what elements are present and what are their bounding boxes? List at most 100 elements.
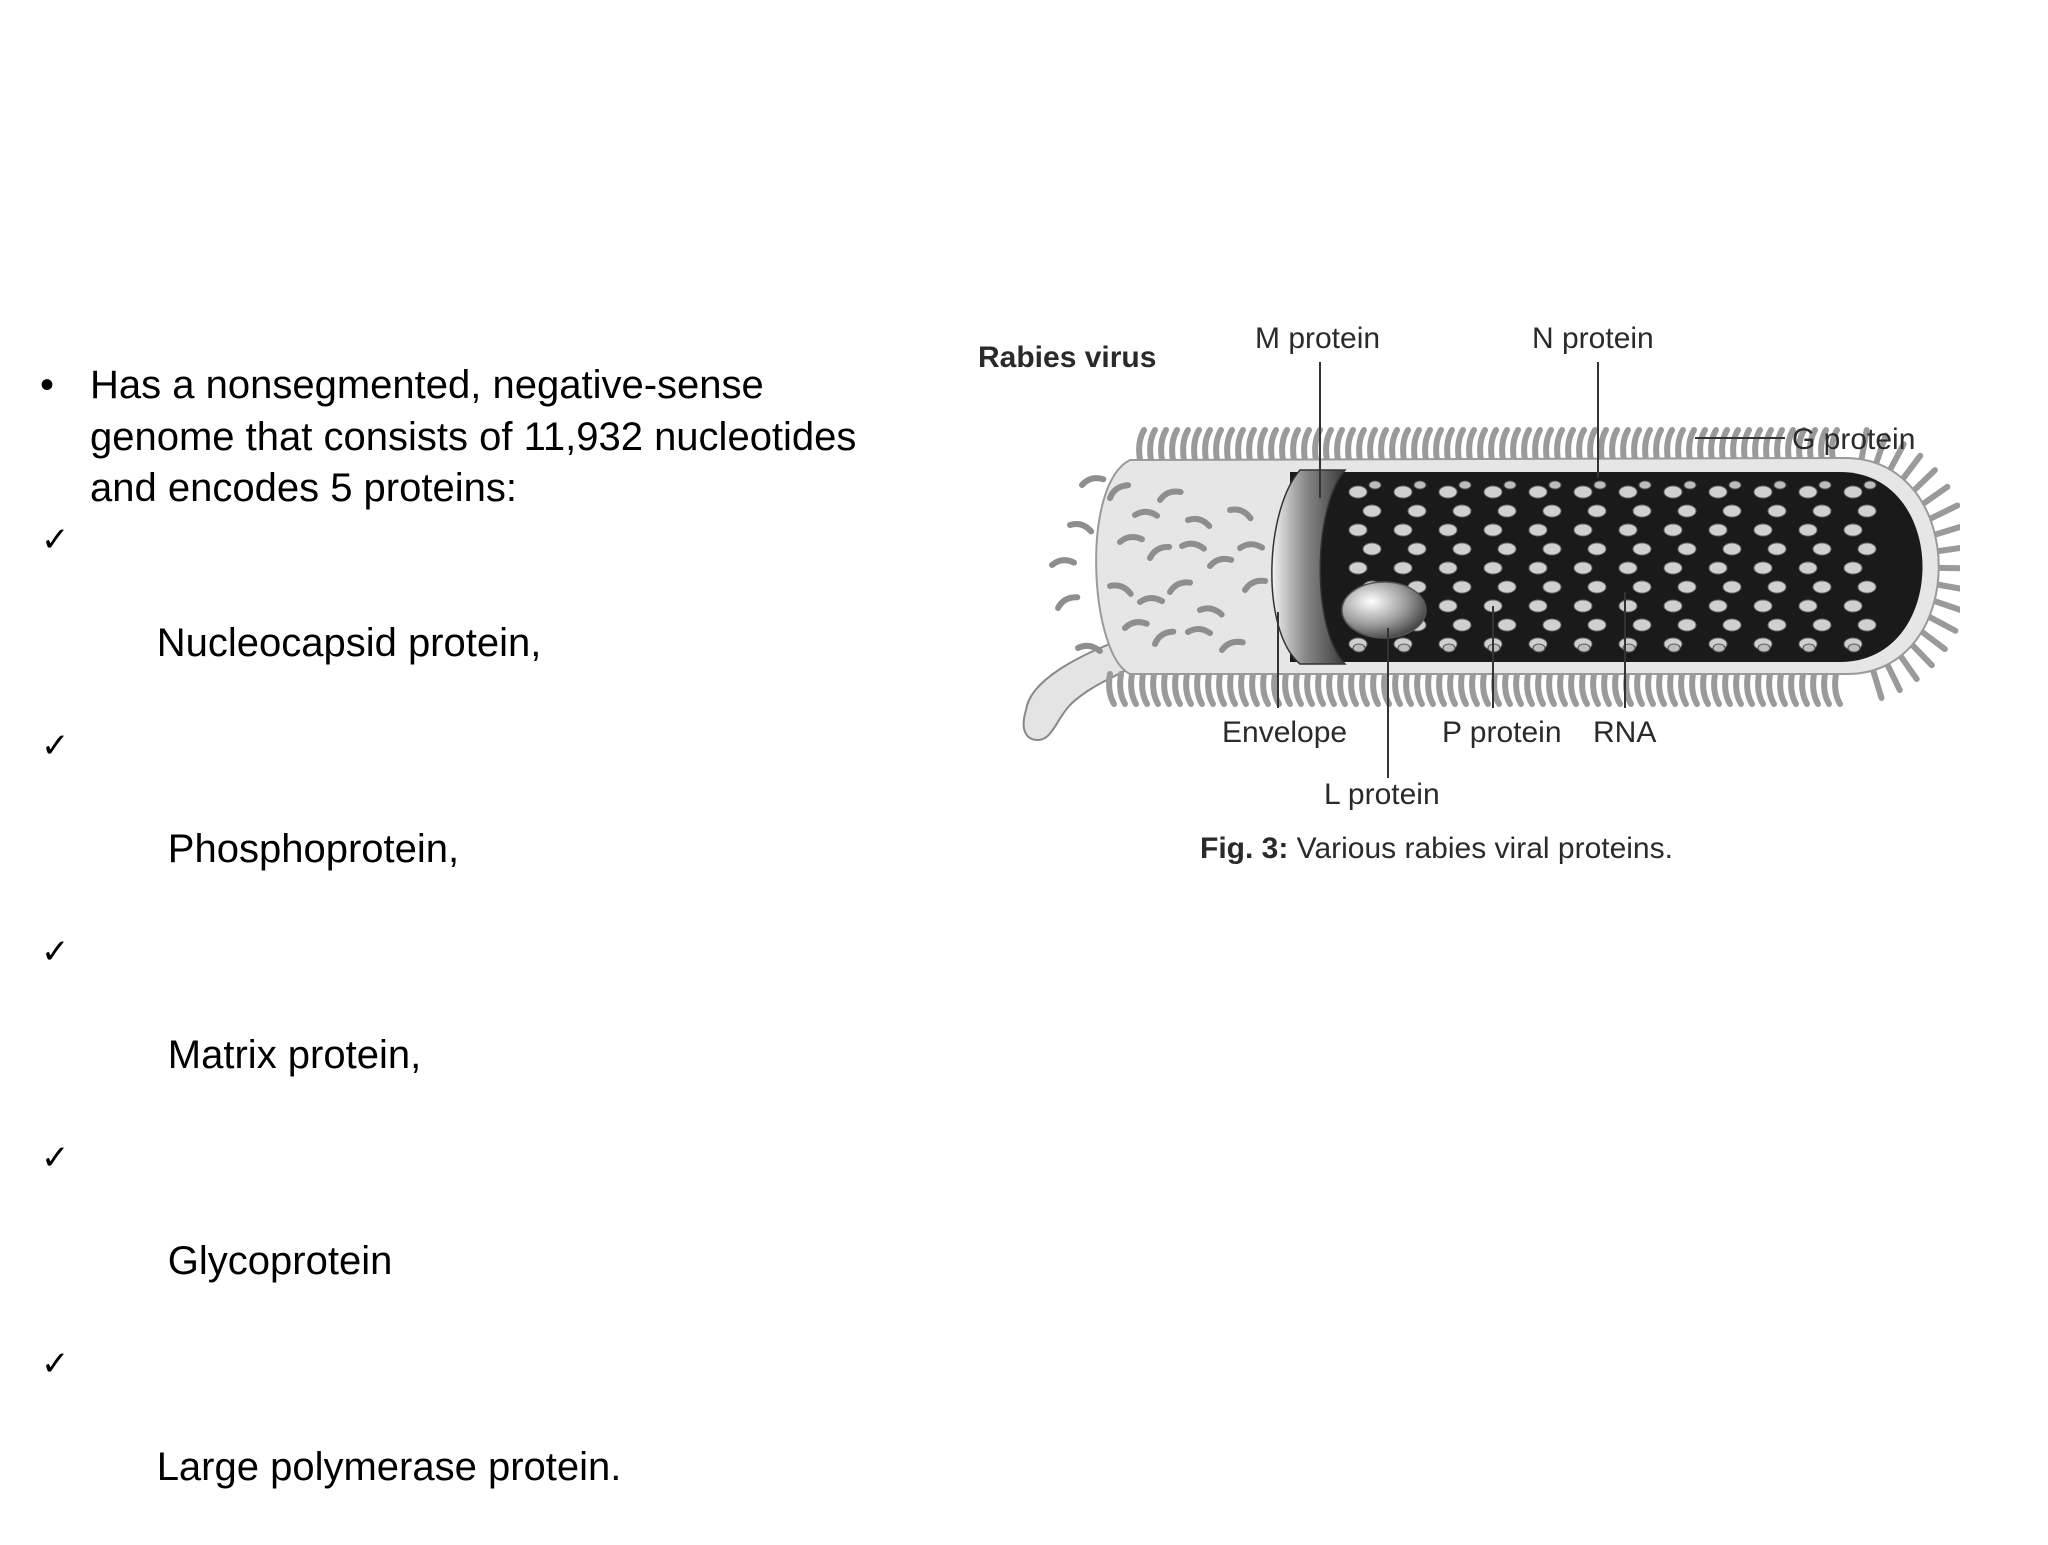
g-protein-spike bbox=[1730, 427, 1741, 463]
g-protein-spike bbox=[1774, 427, 1785, 463]
g-protein-spike bbox=[1158, 427, 1169, 463]
n-protein-bead bbox=[1528, 599, 1548, 613]
g-protein-spike bbox=[1667, 671, 1678, 707]
g-protein-spike bbox=[1788, 671, 1799, 707]
n-protein-bead bbox=[1528, 523, 1548, 537]
g-protein-spike bbox=[1601, 671, 1612, 707]
n-protein-bead bbox=[1843, 485, 1863, 499]
g-protein-spike bbox=[1455, 427, 1466, 463]
g-protein-spike bbox=[1711, 671, 1722, 707]
g-protein-spike bbox=[1213, 427, 1224, 463]
p-protein-bead bbox=[1683, 480, 1697, 490]
n-protein-bead bbox=[1452, 618, 1472, 632]
g-protein-spike bbox=[1136, 427, 1147, 463]
n-protein-bead bbox=[1857, 618, 1877, 632]
bullet-line-3: and encodes 5 proteins: bbox=[90, 466, 517, 510]
n-protein-bead bbox=[1708, 599, 1728, 613]
leader-lines bbox=[1277, 362, 1785, 778]
g-protein-spike bbox=[1356, 427, 1367, 463]
g-protein-spike bbox=[1458, 671, 1469, 707]
checkmark-icon: ✓ bbox=[41, 519, 70, 560]
p-protein-bead bbox=[1548, 480, 1562, 490]
g-protein-spike bbox=[1689, 671, 1700, 707]
g-protein-spike bbox=[1554, 427, 1565, 463]
check-item-label: Matrix protein, bbox=[156, 1032, 422, 1077]
n-protein-bead bbox=[1767, 542, 1787, 556]
g-protein-spike bbox=[1191, 427, 1202, 463]
n-protein-bead bbox=[1632, 580, 1652, 594]
check-item-glycoprotein: ✓ Glycoprotein bbox=[38, 1133, 938, 1339]
g-protein-spike bbox=[1598, 427, 1609, 463]
g-protein-spike bbox=[1348, 671, 1359, 707]
rnp-coils bbox=[1348, 480, 1877, 653]
g-protein-spike bbox=[1546, 671, 1557, 707]
g-protein-spike bbox=[1634, 671, 1645, 707]
g-protein-spike bbox=[1444, 427, 1455, 463]
check-item-label: Large polymerase protein. bbox=[156, 1444, 622, 1489]
g-protein-spike bbox=[1777, 671, 1788, 707]
g-protein-spike bbox=[1425, 671, 1436, 707]
n-protein-bead bbox=[1497, 504, 1517, 518]
g-protein-spike bbox=[1708, 427, 1719, 463]
n-protein-bead bbox=[1618, 561, 1638, 575]
n-protein-bead bbox=[1393, 485, 1413, 499]
g-protein-spike bbox=[1257, 427, 1268, 463]
g-protein-spike bbox=[1389, 427, 1400, 463]
g-protein-spike bbox=[1414, 671, 1425, 707]
figure-title: Rabies virus bbox=[978, 341, 1156, 374]
g-protein-spike bbox=[1799, 671, 1810, 707]
g-protein-spike bbox=[1656, 671, 1667, 707]
g-protein-spike bbox=[1169, 427, 1180, 463]
g-protein-spike bbox=[1400, 427, 1411, 463]
n-protein-bead bbox=[1812, 504, 1832, 518]
g-protein-spike bbox=[1869, 666, 1885, 701]
g-protein-spike bbox=[1796, 427, 1807, 463]
checkmark-icon: ✓ bbox=[41, 1343, 70, 1384]
g-protein-spike bbox=[1752, 427, 1763, 463]
bullet-line-2: genome that consists of 11,932 nucleotid… bbox=[90, 414, 857, 459]
n-protein-bead bbox=[1452, 504, 1472, 518]
n-protein-bead bbox=[1708, 523, 1728, 537]
g-protein-spike bbox=[1872, 432, 1889, 467]
label-rna: RNA bbox=[1593, 716, 1656, 749]
n-protein-bead bbox=[1542, 504, 1562, 518]
g-protein-spike bbox=[1587, 427, 1598, 463]
g-protein-spike bbox=[1502, 671, 1513, 707]
g-protein-spike bbox=[1700, 671, 1711, 707]
open-end-spike bbox=[1079, 475, 1107, 488]
n-protein-bead bbox=[1857, 542, 1877, 556]
bullet-marker: • bbox=[40, 363, 55, 407]
open-end-spike bbox=[1242, 577, 1269, 593]
g-protein-spike bbox=[1422, 427, 1433, 463]
label-g-protein: G protein bbox=[1792, 423, 1915, 456]
p-protein-bead bbox=[1712, 643, 1726, 653]
n-protein-bead bbox=[1798, 599, 1818, 613]
g-protein-spike bbox=[1653, 427, 1664, 463]
p-protein-bead bbox=[1577, 643, 1591, 653]
n-protein-bead bbox=[1348, 561, 1368, 575]
g-protein-spike bbox=[1590, 671, 1601, 707]
n-protein-bead bbox=[1542, 542, 1562, 556]
n-protein-bead bbox=[1542, 580, 1562, 594]
g-protein-spike bbox=[1521, 427, 1532, 463]
open-end-spike bbox=[1067, 521, 1095, 535]
g-protein-spike bbox=[1304, 671, 1315, 707]
n-protein-bead bbox=[1573, 485, 1593, 499]
g-protein-spike bbox=[1744, 671, 1755, 707]
g-protein-spike bbox=[1935, 581, 1960, 592]
label-m-protein: M protein bbox=[1255, 322, 1380, 355]
open-end-spike bbox=[1107, 482, 1132, 501]
p-protein-bead bbox=[1847, 643, 1861, 653]
g-protein-spike bbox=[1301, 427, 1312, 463]
n-protein-bead bbox=[1753, 523, 1773, 537]
g-protein-spike bbox=[1936, 544, 1960, 554]
open-end-spike bbox=[1049, 557, 1077, 568]
check-item-matrix: ✓ Matrix protein, bbox=[38, 927, 938, 1133]
g-protein-spike bbox=[1488, 427, 1499, 463]
g-protein-spike bbox=[1161, 671, 1172, 707]
n-protein-bead bbox=[1632, 504, 1652, 518]
g-protein-spike bbox=[1925, 613, 1959, 634]
g-protein-spike bbox=[1315, 671, 1326, 707]
n-protein-bead bbox=[1497, 580, 1517, 594]
l-protein-ball bbox=[1341, 581, 1427, 639]
